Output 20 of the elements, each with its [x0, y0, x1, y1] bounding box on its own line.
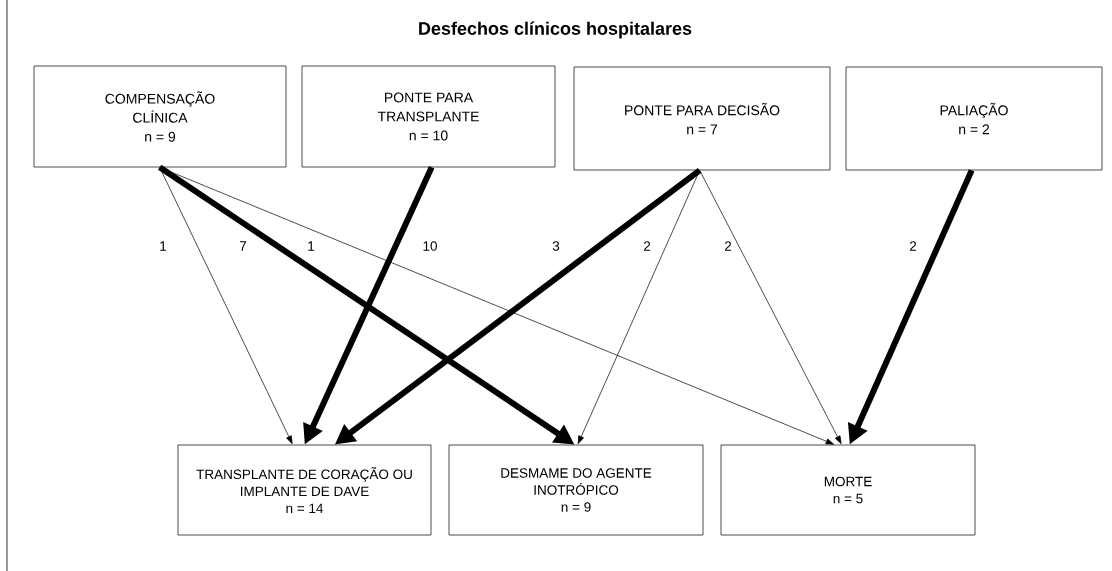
arrow — [699, 170, 842, 445]
outcome-box: TRANSPLANTE DE CORAÇÃO OU IMPLANTE DE DAVE n = 14 — [177, 444, 432, 536]
title: Desfechos clínicos hospitalares — [419, 21, 692, 39]
edge-label: 3 — [550, 239, 562, 253]
category-box: COMPENSAÇÃO CLÍNICA n = 9 — [33, 65, 287, 168]
edge-label: 2 — [641, 239, 653, 253]
edge-label: 2 — [722, 239, 734, 253]
edge-label: 2 — [907, 239, 919, 253]
category-box: PONTE PARA TRANSPLANTE n = 10 — [301, 65, 556, 168]
edge-label: 1 — [157, 239, 169, 253]
edge-label: 10 — [421, 239, 439, 253]
arrow — [159, 167, 293, 444]
category-box: PONTE PARA DECISÃO n = 7 — [573, 66, 831, 171]
outcome-box: MORTE n = 5 — [720, 444, 976, 536]
category-box: PALIAÇÃO n = 2 — [845, 66, 1103, 171]
arrow — [577, 170, 700, 444]
outcome-box: DESMAME DO AGENTE INOTRÓPICO n = 9 — [448, 444, 704, 536]
edge-label: 7 — [237, 239, 249, 253]
arrow — [159, 167, 834, 445]
edge-label: 1 — [305, 239, 317, 253]
